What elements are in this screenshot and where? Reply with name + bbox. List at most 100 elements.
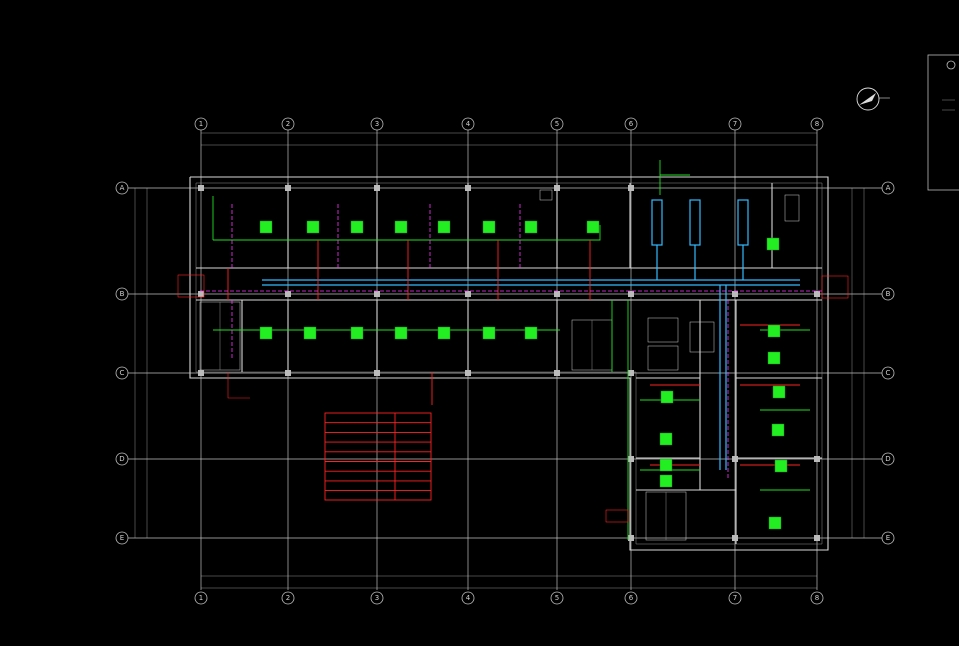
indoor-unit [394,220,408,234]
column [198,185,204,191]
axis-bubble [881,452,895,466]
axis-bubble [370,591,384,605]
axis-bubble [881,287,895,301]
title-block-frame [927,54,959,191]
axis-bubble [624,591,638,605]
axis-bubble [810,591,824,605]
corridor-duct [262,199,800,470]
indoor-unit [259,220,273,234]
axis-label: 8 [815,594,819,602]
axis-bubble [194,117,208,131]
axis-label: B [120,290,125,298]
indoor-unit [767,324,781,338]
column [554,291,560,297]
axis-label: A [120,184,125,192]
north-arrow-icon [856,87,890,111]
column [198,370,204,376]
indoor-unit [482,326,496,340]
column [285,370,291,376]
axis-label: 1 [199,120,203,128]
column [554,370,560,376]
axis-label: E [120,534,124,542]
dimension-lines [134,132,865,589]
axis-label: 2 [286,120,290,128]
indoor-unit [394,326,408,340]
column [732,456,738,462]
legend-table [324,412,432,501]
indoor-unit [524,326,538,340]
column [628,370,634,376]
axis-label: 6 [629,120,634,128]
axis-label: C [120,369,125,377]
column [628,535,634,541]
axis-bubble [810,117,824,131]
red-annotations [177,274,849,523]
indoor-unit [350,326,364,340]
column [465,185,471,191]
indoor-unit [303,326,317,340]
axis-bubble [281,117,295,131]
axis-label: 7 [733,120,737,128]
axis-bubble [881,181,895,195]
axis-label: C [886,369,891,377]
indoor-unit [350,220,364,234]
column [628,185,634,191]
column [374,291,380,297]
axis-label: 8 [815,120,819,128]
axis-label: 5 [555,120,559,128]
column [285,185,291,191]
column [554,185,560,191]
red-pipes [227,240,800,466]
axis-label: 7 [733,594,737,602]
indoor-unit [259,326,273,340]
indoor-unit [659,432,673,446]
axis-label: 3 [375,594,379,602]
structural-columns [198,185,820,541]
column [374,370,380,376]
building-walls [189,176,829,551]
indoor-units [259,220,788,530]
indoor-unit [482,220,496,234]
magenta-pipes [200,204,822,480]
indoor-unit [767,351,781,365]
axis-bubble [281,591,295,605]
indoor-unit [772,385,786,399]
column [814,456,820,462]
axis-label: B [886,290,891,298]
axis-bubble [194,591,208,605]
axis-label: 5 [555,594,559,602]
axis-bubble [115,181,129,195]
axis-label: D [885,455,890,463]
indoor-unit [660,390,674,404]
indoor-unit [771,423,785,437]
indoor-unit [659,474,673,488]
column [628,291,634,297]
column [628,456,634,462]
axis-bubble [461,117,475,131]
axis-label: E [886,534,890,542]
column [374,185,380,191]
axis-bubble [115,452,129,466]
axis-label: 2 [286,594,290,602]
axis-bubble [115,287,129,301]
axis-label: A [886,184,891,192]
indoor-unit [659,458,673,472]
indoor-unit [306,220,320,234]
column [285,291,291,297]
axis-label: 4 [466,120,471,128]
column [814,535,820,541]
axis-label: 3 [375,120,379,128]
column [732,535,738,541]
axis-bubble [550,117,564,131]
axis-label: D [119,455,124,463]
indoor-unit [524,220,538,234]
indoor-unit [437,220,451,234]
axis-bubble [115,531,129,545]
axis-bubble [115,366,129,380]
axis-bubble [461,591,475,605]
column [732,291,738,297]
axis-label: 1 [199,594,203,602]
column [465,291,471,297]
